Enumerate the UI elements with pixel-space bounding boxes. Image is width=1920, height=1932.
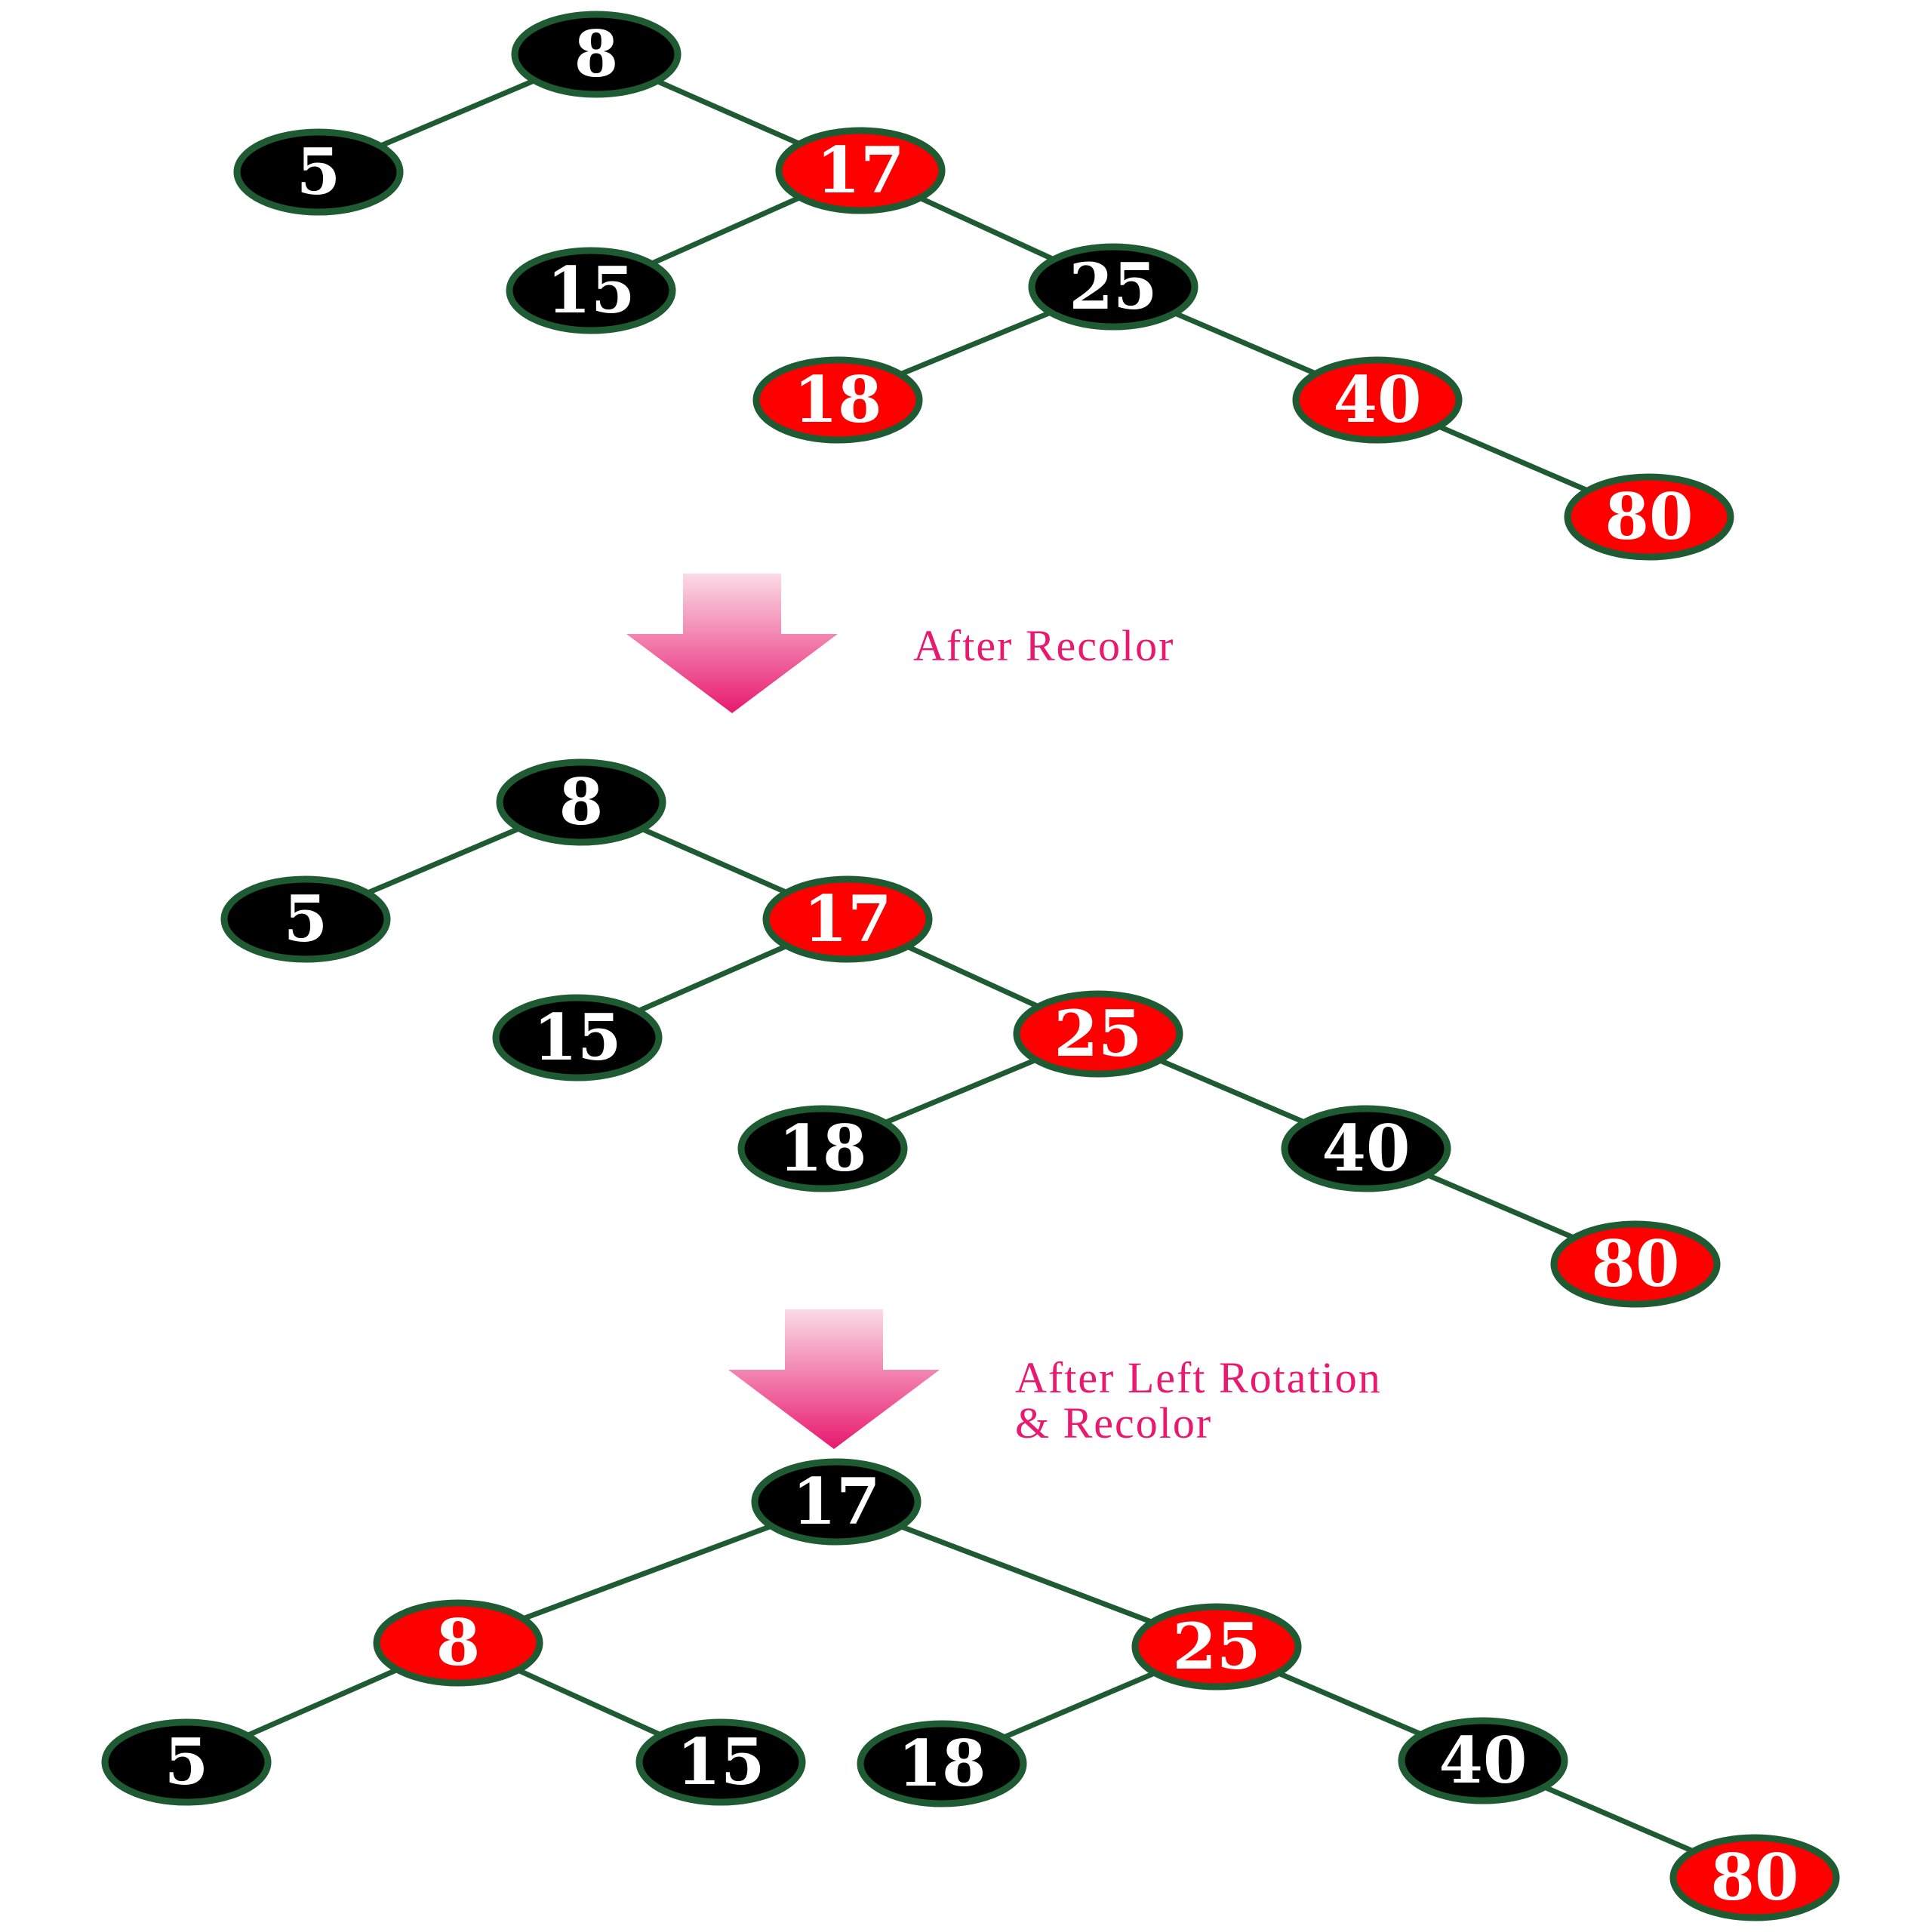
caption-after-left-rotation: After Left Rotation	[1015, 1353, 1382, 1402]
node-circle	[635, 1718, 806, 1806]
node-circle	[1013, 990, 1183, 1078]
node-label: 17	[804, 881, 892, 956]
node-40-black: 40	[1398, 1717, 1568, 1804]
node-5-black: 5	[220, 875, 391, 963]
node-circle	[101, 1718, 272, 1806]
node-8-black: 8	[496, 758, 666, 846]
node-15-black: 15	[492, 994, 663, 1081]
node-circle	[737, 1105, 908, 1192]
node-17-red: 17	[762, 875, 933, 963]
caption-after-recolor: After Recolor	[913, 621, 1174, 670]
node-circle	[220, 875, 391, 963]
node-25-red: 25	[1013, 990, 1183, 1078]
node-circle	[1550, 1220, 1721, 1308]
node-circle	[1669, 1834, 1840, 1921]
node-17-red: 17	[775, 127, 946, 214]
node-circle	[1398, 1717, 1568, 1804]
node-label: 18	[779, 1111, 867, 1186]
node-80-red: 80	[1564, 473, 1734, 561]
transition-recolor: After Recolor	[626, 574, 1174, 713]
node-label: 8	[574, 17, 618, 91]
node-25-black: 25	[1028, 243, 1198, 331]
node-circle	[775, 127, 946, 214]
node-circle	[496, 758, 666, 846]
node-label: 80	[1592, 1226, 1680, 1301]
node-circle	[373, 1599, 543, 1687]
node-label: 25	[1069, 249, 1158, 324]
node-label: 18	[794, 362, 882, 437]
tree-nodes: 8 5 17 15 25 18 40 80	[220, 758, 1721, 1308]
node-label: 80	[1711, 1840, 1799, 1915]
transition-left-rotation: After Left Rotation & Recolor	[728, 1309, 1382, 1449]
node-label: 80	[1605, 479, 1694, 554]
tree-after-recolor: 8 5 17 15 25 18 40 80	[220, 758, 1721, 1308]
node-circle	[752, 356, 923, 444]
node-label: 15	[677, 1724, 765, 1799]
node-circle	[857, 1720, 1027, 1807]
node-8-black: 8	[511, 11, 682, 98]
node-circle	[1028, 243, 1198, 331]
node-5-black: 5	[233, 128, 404, 216]
down-arrow-icon	[626, 574, 838, 713]
tree-nodes: 17 8 25 5 15 18 40 80	[101, 1458, 1840, 1921]
node-circle	[506, 247, 676, 334]
node-circle	[511, 11, 682, 98]
node-17-black: 17	[751, 1458, 922, 1546]
node-circle	[751, 1458, 922, 1546]
node-18-black: 18	[857, 1720, 1027, 1807]
node-circle	[492, 994, 663, 1081]
node-5-black: 5	[101, 1718, 272, 1806]
tree-after-left-rotation: 17 8 25 5 15 18 40 80	[101, 1458, 1840, 1921]
node-label: 40	[1334, 362, 1422, 437]
node-label: 17	[792, 1464, 881, 1539]
node-circle	[1281, 1105, 1451, 1192]
node-label: 8	[559, 764, 603, 839]
node-label: 15	[547, 253, 635, 328]
node-40-red: 40	[1292, 356, 1463, 444]
node-circle	[1564, 473, 1734, 561]
node-circle	[1131, 1603, 1302, 1690]
tree-initial: 8 5 17 15 25 18 40 80	[233, 11, 1734, 561]
node-label: 5	[297, 134, 340, 209]
tree-nodes: 8 5 17 15 25 18 40 80	[233, 11, 1734, 561]
node-circle	[233, 128, 404, 216]
node-25-red: 25	[1131, 1603, 1302, 1690]
node-40-black: 40	[1281, 1105, 1451, 1192]
node-label: 5	[165, 1724, 208, 1799]
node-18-red: 18	[752, 356, 923, 444]
node-label: 5	[284, 881, 328, 956]
node-label: 25	[1054, 996, 1143, 1071]
node-15-black: 15	[506, 247, 676, 334]
node-label: 15	[534, 1000, 622, 1075]
node-circle	[1292, 356, 1463, 444]
node-label: 40	[1322, 1111, 1411, 1186]
node-15-black: 15	[635, 1718, 806, 1806]
down-arrow-icon	[728, 1309, 940, 1449]
node-18-black: 18	[737, 1105, 908, 1192]
node-circle	[762, 875, 933, 963]
node-80-red: 80	[1550, 1220, 1721, 1308]
node-label: 25	[1173, 1609, 1261, 1684]
node-8-red: 8	[373, 1599, 543, 1687]
node-label: 40	[1439, 1723, 1528, 1798]
node-label: 8	[436, 1605, 480, 1680]
node-label: 18	[898, 1726, 986, 1801]
tree-edges	[185, 1499, 1756, 1881]
node-label: 17	[817, 133, 905, 208]
node-80-red: 80	[1669, 1834, 1840, 1921]
caption-and-recolor: & Recolor	[1015, 1398, 1212, 1447]
